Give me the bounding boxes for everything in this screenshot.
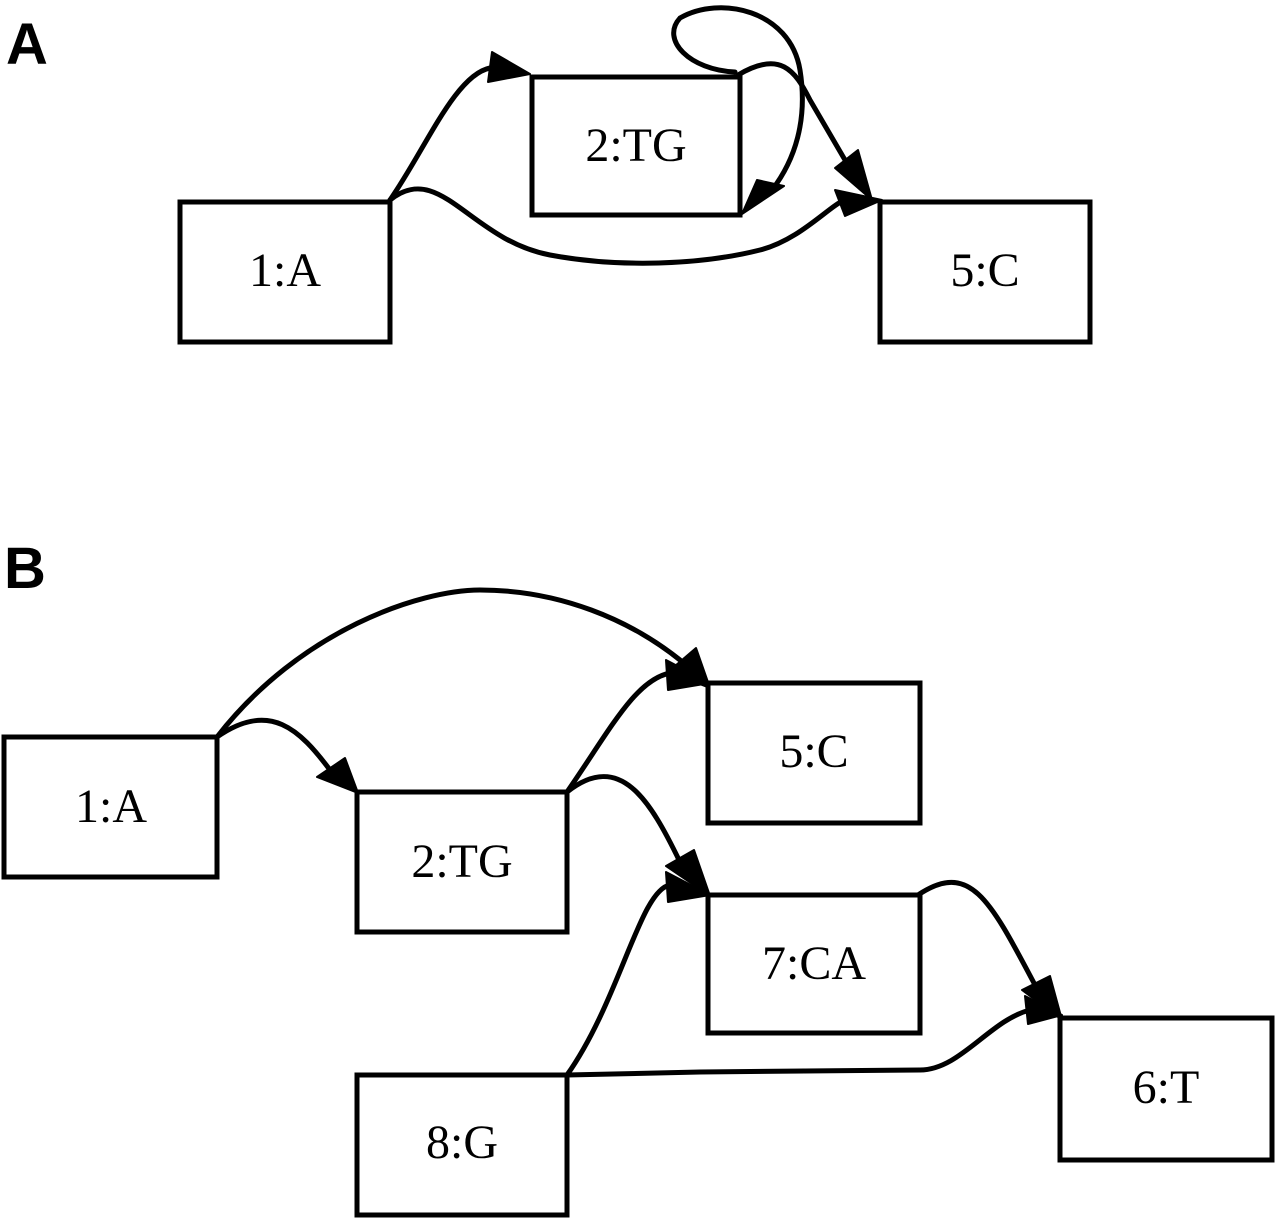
- node-a-2-label: 2:TG: [585, 119, 686, 172]
- node-a-1-label: 1:A: [249, 244, 321, 297]
- edge-a-2-2: [671, 5, 805, 215]
- edge-a-2-5: [735, 61, 873, 201]
- edge-b-2-5: [564, 659, 711, 795]
- node-b-5: 5:C: [705, 680, 923, 826]
- panel-b-letter: B: [4, 536, 46, 601]
- node-b-6-label: 6:T: [1133, 1061, 1200, 1114]
- edge-b-1-2: [214, 717, 359, 794]
- panel-b: B: [1, 536, 1275, 1218]
- edge-a-1-5: [387, 186, 883, 266]
- edge-b-2-7: [564, 774, 711, 897]
- node-b-2: 2:TG: [354, 789, 570, 935]
- node-b-8: 8:G: [354, 1072, 570, 1218]
- edge-b-1-5: [214, 587, 711, 740]
- node-b-5-label: 5:C: [779, 725, 848, 778]
- node-b-6: 6:T: [1057, 1015, 1275, 1163]
- panel-b-edges: [214, 587, 1063, 1078]
- node-b-2-label: 2:TG: [411, 835, 512, 888]
- node-b-8-label: 8:G: [426, 1116, 498, 1169]
- node-a-1: 1:A: [177, 199, 393, 345]
- node-a-2: 2:TG: [529, 74, 743, 218]
- node-a-5-label: 5:C: [950, 244, 1019, 297]
- node-b-7-label: 7:CA: [762, 937, 866, 990]
- panel-a-edges: [387, 5, 883, 266]
- node-b-1-label: 1:A: [75, 780, 147, 833]
- edge-b-8-6: [564, 995, 1063, 1078]
- panel-a: A 1:: [6, 5, 1093, 345]
- edge-a-1-2: [387, 51, 531, 203]
- node-b-1: 1:A: [1, 734, 220, 880]
- node-a-5: 5:C: [877, 199, 1093, 345]
- node-b-7: 7:CA: [705, 892, 923, 1036]
- edge-b-7-6: [915, 879, 1063, 1021]
- panel-a-letter: A: [6, 12, 48, 77]
- edge-b-8-7: [564, 871, 711, 1078]
